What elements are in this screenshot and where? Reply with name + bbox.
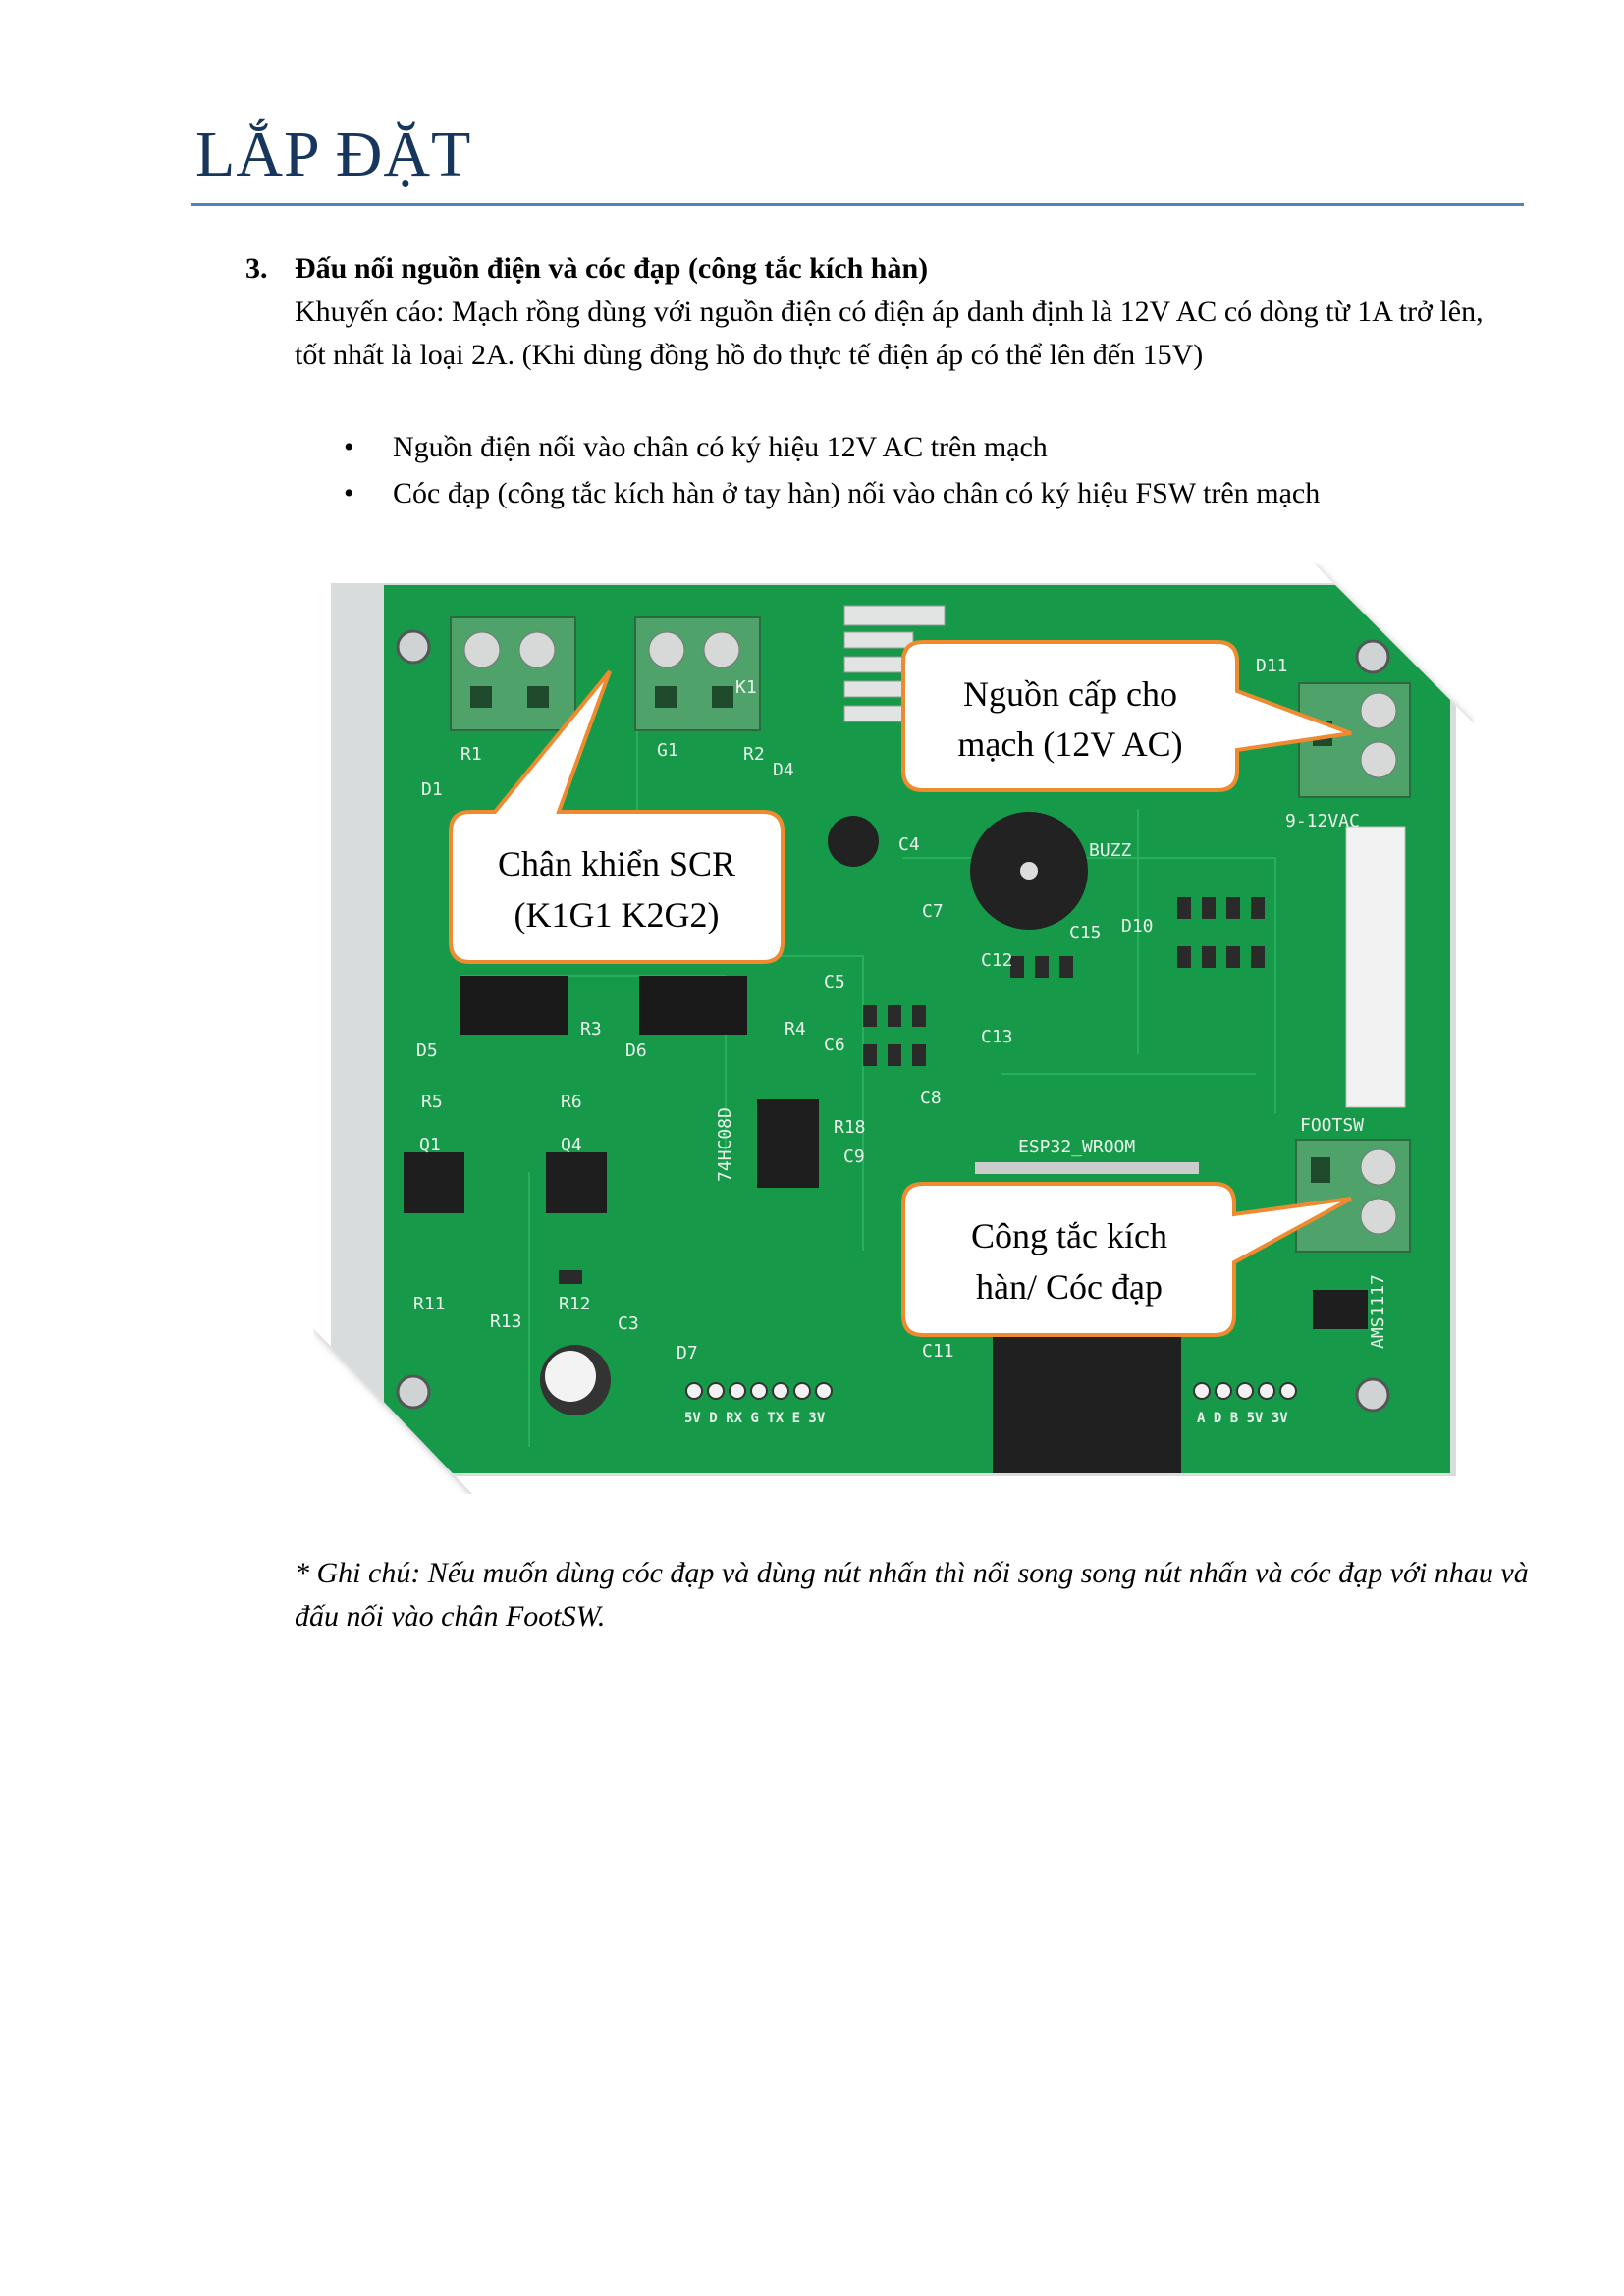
- pcb-label: BUZZ: [1089, 840, 1132, 861]
- pcb-label: 74HC08D: [715, 1107, 735, 1182]
- heatsink: [843, 605, 946, 722]
- pcb-label: R13: [490, 1311, 522, 1332]
- pcb-label: ESP32_WROOM: [1018, 1137, 1135, 1157]
- bullet-icon: •: [344, 431, 354, 463]
- pcb-figure: K1 G1 R1 R2 D1 D4 D11 9-12VAC BUZZ C4 C7…: [313, 563, 1474, 1494]
- pcb-label: 5V D RX G TX E 3V: [684, 1411, 826, 1426]
- terminal-block-k1g1: [634, 616, 761, 731]
- pcb-label: AMS1117: [1368, 1274, 1388, 1349]
- transistor-q1: [404, 1152, 464, 1213]
- pcb-label: C12: [981, 950, 1013, 971]
- pcb-label: C15: [1069, 923, 1102, 943]
- pcb-label: R12: [559, 1294, 591, 1314]
- bullet-icon: •: [344, 477, 354, 509]
- callout-scr: Chân khiển SCR (K1G1 K2G2): [449, 669, 785, 964]
- terminal-block-footsw: [1295, 1139, 1411, 1253]
- ic-74hc08d: [757, 1099, 819, 1188]
- scr-block-left: [460, 976, 568, 1035]
- callout-footswitch: Công tắc kích hàn/ Cóc đạp: [901, 1182, 1352, 1337]
- pcb-label: Q4: [561, 1135, 582, 1155]
- page-title: LẮP ĐẶT: [195, 119, 472, 190]
- mounting-holes: [396, 629, 1390, 1413]
- terminal-block-k2g2: [450, 616, 576, 731]
- callout-text: mạch (12V AC): [957, 724, 1182, 764]
- pcb-label: R18: [834, 1117, 866, 1138]
- pcb-label: D7: [677, 1343, 698, 1363]
- esp32-pads: [975, 1162, 1199, 1174]
- callout-text: (K1G1 K2G2): [514, 895, 720, 934]
- pcb-label: R1: [460, 744, 482, 765]
- pcb-label: A D B 5V 3V: [1197, 1411, 1288, 1426]
- header-pins: [685, 1382, 1297, 1400]
- bullet-text: Cóc đạp (công tắc kích hàn ở tay hàn) nố…: [393, 477, 1321, 509]
- pcb-label: C9: [843, 1147, 865, 1167]
- pcb-label: C6: [824, 1035, 845, 1055]
- pcb-label: D11: [1256, 656, 1288, 676]
- pcb-label: C5: [824, 972, 845, 992]
- pcb-label: G1: [657, 740, 678, 761]
- callout-text: hàn/ Cóc đạp: [976, 1267, 1163, 1307]
- pcb-photo: K1 G1 R1 R2 D1 D4 D11 9-12VAC BUZZ C4 C7…: [313, 563, 1474, 1494]
- title-divider: [191, 203, 1524, 206]
- pcb-label: FOOTSW: [1300, 1115, 1364, 1136]
- pcb-label: 9-12VAC: [1285, 811, 1360, 831]
- pcb-label: C13: [981, 1027, 1013, 1047]
- pcb-label: C8: [920, 1088, 942, 1108]
- bullet-list: • Nguồn điện nối vào chân có ký hiệu 12V …: [344, 424, 1320, 516]
- pcb-label: R2: [743, 744, 765, 765]
- pcb-label: R4: [785, 1019, 806, 1040]
- pcb-label: R3: [580, 1019, 602, 1040]
- pcb-label: R5: [421, 1092, 443, 1112]
- list-item: • Cóc đạp (công tắc kích hàn ở tay hàn) n…: [344, 470, 1320, 516]
- pcb-label: K1: [735, 677, 757, 698]
- pcb-label: R11: [413, 1294, 446, 1314]
- pcb-label: D1: [421, 779, 443, 800]
- pcb-label: D4: [773, 760, 794, 780]
- scr-block-right: [639, 976, 747, 1035]
- transistor-q4: [546, 1152, 607, 1213]
- list-item: • Nguồn điện nối vào chân có ký hiệu 12V …: [344, 424, 1320, 470]
- regulator-ams1117: [1313, 1290, 1368, 1329]
- callout-text: Công tắc kích: [971, 1216, 1167, 1255]
- buzzer: [970, 812, 1088, 930]
- pcb-label: D6: [625, 1041, 647, 1061]
- pcb-label: D10: [1121, 916, 1154, 936]
- section-heading: Đấu nối nguồn điện và cóc đạp (công tắc …: [295, 252, 929, 285]
- callout-text: Chân khiển SCR: [498, 844, 735, 883]
- electrolytic-capacitor: [540, 816, 879, 1415]
- pcb-label: D5: [416, 1041, 438, 1061]
- pcb-label: C7: [922, 901, 944, 922]
- white-connector: [1345, 826, 1406, 1108]
- bullet-text: Nguồn điện nối vào chân có ký hiệu 12V A…: [393, 431, 1048, 463]
- section-number: 3.: [245, 252, 268, 285]
- pcb-label: C4: [898, 834, 920, 855]
- callout-text: Nguồn cấp cho: [963, 674, 1177, 714]
- pcb-label: R6: [561, 1092, 582, 1112]
- note-text: * Ghi chú: Nếu muốn dùng cóc đạp và dùng…: [295, 1557, 1529, 1632]
- pcb-label: Q1: [419, 1135, 441, 1155]
- recommendation-text: Khuyến cáo: Mạch rồng dùng với nguồn điệ…: [295, 295, 1484, 371]
- pcb-label: C11: [922, 1341, 954, 1362]
- pcb-label: C3: [618, 1313, 639, 1334]
- callout-power: Nguồn cấp cho mạch (12V AC): [901, 640, 1352, 792]
